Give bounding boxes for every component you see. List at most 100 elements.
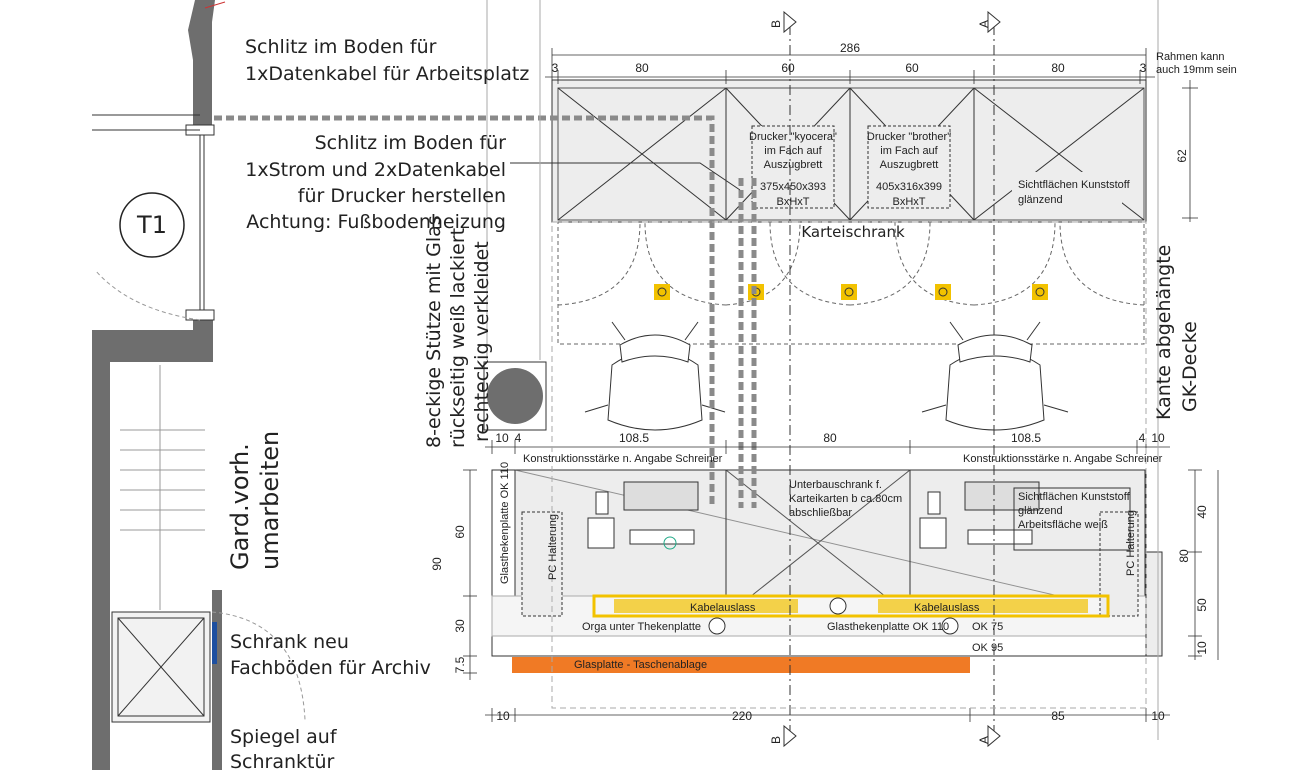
dim-mid-108b: 108.5 [1011,431,1041,445]
slot-workstation-label-2: 1xDatenkabel für Arbeitsplatz [245,63,529,85]
section-a-bottom: A [977,736,991,744]
svg-text:T1: T1 [136,211,167,239]
svg-text:B: B [769,20,783,28]
svg-text:rückseitig weiß lackiert: rückseitig weiß lackiert [447,228,469,448]
svg-text:A: A [977,20,991,28]
curtain-note: Gard.vorh. umarbeiten [226,431,284,570]
cabinet-label-1: Schrank neu [230,631,349,653]
svg-text:Drucker "kyocera": Drucker "kyocera" [749,131,837,143]
slot-printer-label-1: Schlitz im Boden für [315,132,507,154]
svg-text:B: B [769,736,783,744]
dim-mid-4b: 4 [1139,431,1146,445]
visible-surface-top-label: Sichtflächen Kunststoff glänzend [1018,179,1131,206]
dim-mid-4a: 4 [515,431,522,445]
slot-workstation-label-1: Schlitz im Boden für [245,36,437,58]
wall-outline-faint [486,0,1159,740]
dim-left-75: 7.5 [453,656,467,673]
office-chair-right [921,321,1069,431]
svg-text:Auszugbrett: Auszugbrett [764,159,823,171]
dim-top-60a: 60 [781,61,795,75]
svg-text:A: A [977,736,991,744]
svg-text:60: 60 [453,525,467,539]
glass-counter-vertical-label: Glasthekenplatte OK 110 [499,462,511,584]
dim-right-62: 62 [1175,149,1189,163]
dim-top-total: 286 [840,41,860,55]
dim-left-30: 30 [453,619,467,633]
surface-desk-label: Sichtflächen Kunststoff glänzend Arbeits… [1018,491,1131,531]
svg-text:im Fach auf: im Fach auf [764,145,822,157]
pc-holder-left-label: PC Halterung [547,514,559,580]
floor-slots [214,115,757,508]
mirror-label-2: Schranktür [230,751,335,770]
dim-top-60b: 60 [905,61,919,75]
under-counter-label: Unterbauschrank f. Karteikarten b ca.80c… [789,479,902,519]
svg-text:im Fach auf: im Fach auf [880,145,938,157]
workstation-right [919,481,1040,549]
svg-text:Auszugbrett: Auszugbrett [880,159,939,171]
cable-outlet [592,594,1110,635]
door-tag: T1 [119,192,185,258]
svg-text:80: 80 [1177,549,1191,563]
walls [92,0,226,770]
column-note: 8-eckige Stütze mit Glas rückseitig weiß… [423,215,493,448]
dim-top-3a: 3 [552,61,559,75]
svg-text:abschließbar: abschließbar [789,507,852,519]
svg-text:BxHxT: BxHxT [893,196,926,208]
construction-right-label: Konstruktionsstärke n. Angabe Schreiner [963,453,1163,465]
glass-shelf-label: Glasplatte - Taschenablage [574,659,707,671]
svg-text:62: 62 [1175,149,1189,163]
svg-text:Drucker "brother": Drucker "brother" [867,131,951,143]
svg-text:glänzend: glänzend [1018,505,1063,517]
file-cabinet-label: Karteischrank [801,223,905,241]
workstation-left [587,481,699,550]
dim-bot-10a: 10 [496,709,510,723]
surface-note-box [1013,487,1131,551]
orga-label: Orga unter Thekenplatte [582,621,701,633]
svg-text:BxHxT: BxHxT [777,196,810,208]
svg-text:Gard.vorh.: Gard.vorh. [226,443,254,570]
dim-bot-85: 85 [1051,709,1065,723]
svg-text:Sichtflächen Kunststoff: Sichtflächen Kunststoff [1018,491,1131,503]
svg-text:Sichtflächen Kunststoff: Sichtflächen Kunststoff [1018,179,1131,191]
dim-left-60: 60 [453,525,467,539]
glass-counter-label: Glasthekenplatte OK 110 [827,621,949,633]
ok95-label: OK 95 [972,642,1003,654]
svg-text:90: 90 [430,557,444,571]
frame-note-2: auch 19mm sein [1156,64,1237,76]
svg-text:rechteckig verkleidet: rechteckig verkleidet [471,241,493,442]
dim-top-80b: 80 [1051,61,1065,75]
floor-sockets [654,284,1048,300]
section-lines [789,25,995,740]
dim-left-90: 90 [430,557,444,571]
svg-text:PC Halterung: PC Halterung [547,514,559,580]
svg-text:umarbeiten: umarbeiten [256,431,284,570]
support-column [483,361,547,431]
slot-printer-label-4: Achtung: Fußbodenheizung [246,211,506,233]
dim-right-50: 50 [1195,598,1209,612]
dim-mid-10b: 10 [1151,431,1165,445]
construction-left-label: Konstruktionsstärke n. Angabe Schreiner [523,453,723,465]
svg-text:40: 40 [1195,505,1209,519]
section-markers [783,10,1001,748]
section-b-bottom: B [769,736,783,744]
office-chair-left [584,321,726,431]
svg-text:10: 10 [1195,641,1209,655]
svg-text:GK-Decke: GK-Decke [1179,321,1201,412]
svg-text:Unterbauschrank f.: Unterbauschrank f. [789,479,882,491]
top-cabinets [551,79,1147,223]
dim-right-10: 10 [1195,641,1209,655]
svg-text:Glasthekenplatte OK 110: Glasthekenplatte OK 110 [499,462,511,584]
svg-text:Karteikarten b ca.80cm: Karteikarten b ca.80cm [789,493,902,505]
svg-text:375x450x393: 375x450x393 [760,181,826,193]
svg-text:Arbeitsfläche weiß: Arbeitsfläche weiß [1018,519,1108,531]
printer-brother-label: Drucker "brother" im Fach auf Auszugbret… [867,131,951,208]
slot-printer-label-3: für Drucker herstellen [298,185,506,207]
svg-text:405x316x399: 405x316x399 [876,181,942,193]
frame-note-1: Rahmen kann [1156,51,1225,63]
dim-mid-80: 80 [823,431,837,445]
svg-text:glänzend: glänzend [1018,194,1063,206]
archive-cabinet [111,611,306,723]
glass-shelf [512,657,970,673]
cable-outlet-left-label: Kabelauslass [690,602,756,614]
ok75-label: OK 75 [972,621,1003,633]
